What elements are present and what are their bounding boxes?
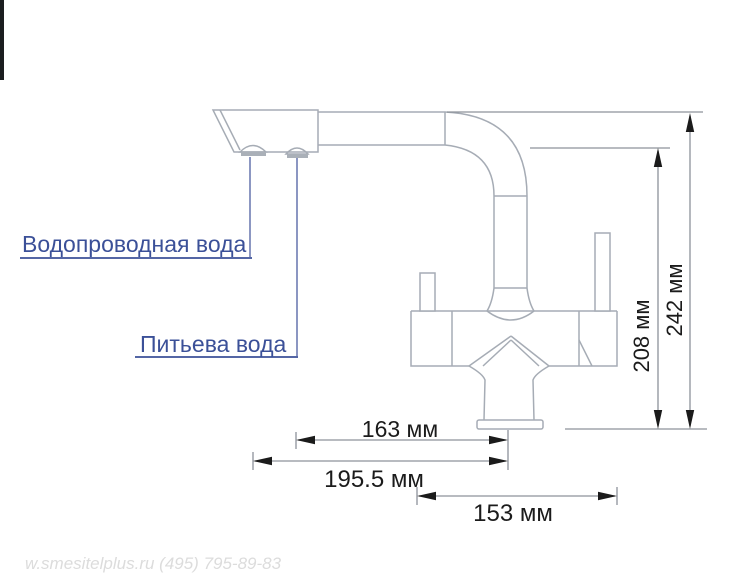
callout-drinking-water: Питьева вода [135,158,298,358]
watermark-text: w.smesitelplus.ru (495) 795-89-83 [25,554,282,573]
dim-242: 242 мм [662,113,695,429]
faucet-horizontal-pipe [318,111,446,146]
aerator-drinking-water [284,147,310,158]
dim-153-label: 153 мм [473,500,553,527]
faucet-base-flange [476,419,544,430]
callout-tap-water: Водопроводная вода [20,157,252,259]
dim-163: 163 мм [296,416,508,445]
dim-208: 208 мм [629,148,663,429]
aerator-tap-water [238,144,268,156]
dim-163-label: 163 мм [362,416,438,442]
dim-208-label: 208 мм [629,299,654,372]
tap-water-label: Водопроводная вода [22,231,247,257]
faucet-outline [211,109,618,430]
faucet-body [410,310,618,367]
left-handle [419,272,436,312]
corner-bar-artifact [0,0,4,80]
dim-195-5: 195.5 мм [253,456,508,493]
drinking-water-label: Питьева вода [140,331,286,357]
dim-153: 153 мм [417,491,617,527]
dim-242-label: 242 мм [662,263,687,336]
dim-195-5-label: 195.5 мм [324,466,424,493]
faucet-spout [211,109,319,153]
right-handle [594,232,611,312]
faucet-base-column [468,365,550,421]
faucet-downpipe [486,196,535,321]
faucet-neck-bend [444,111,528,197]
